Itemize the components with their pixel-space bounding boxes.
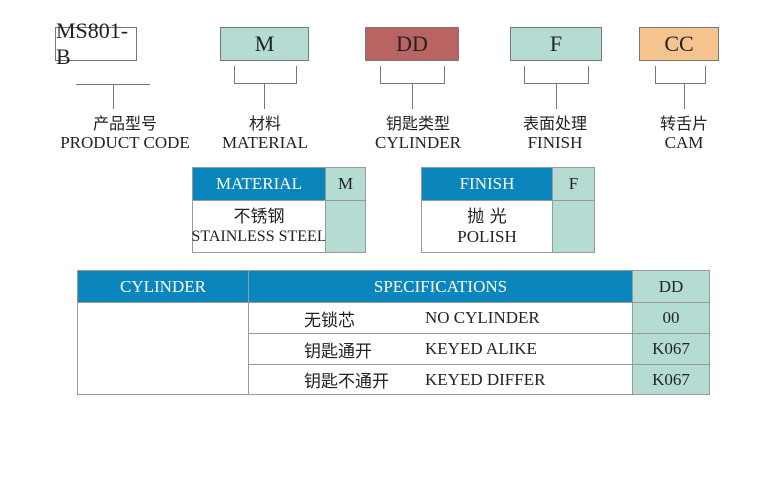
cylinder-code-box: DD bbox=[365, 27, 459, 61]
spec-en: KEYED ALIKE bbox=[425, 339, 537, 358]
bracket-line bbox=[444, 66, 445, 84]
finish-code: F bbox=[552, 167, 595, 201]
finish-zh: 抛 光 bbox=[467, 206, 507, 227]
bracket-line bbox=[556, 83, 557, 109]
finish-value-code bbox=[552, 200, 595, 253]
spec-zh: 无锁芯 bbox=[304, 310, 355, 331]
bracket-line bbox=[380, 66, 381, 84]
bracket-line bbox=[264, 83, 265, 109]
table-row: 钥匙不通开 KEYED DIFFER bbox=[248, 364, 633, 395]
bracket-line bbox=[296, 66, 297, 84]
bracket-line bbox=[234, 83, 297, 84]
table-row: 钥匙通开 KEYED ALIKE bbox=[248, 333, 633, 365]
bracket-line bbox=[412, 83, 413, 109]
bracket-line bbox=[588, 66, 589, 84]
material-en: STAINLESS STEEL bbox=[191, 227, 327, 245]
spec-code: 00 bbox=[632, 302, 710, 334]
finish-en: POLISH bbox=[457, 226, 517, 246]
material-zh: 不锈钢 bbox=[233, 206, 285, 227]
finish-header: FINISH bbox=[421, 167, 553, 201]
bracket-line bbox=[655, 66, 656, 84]
spec-en: NO CYLINDER bbox=[425, 308, 540, 327]
material-value-code bbox=[325, 200, 366, 253]
cylinder-empty-cell bbox=[77, 302, 249, 395]
bracket-line bbox=[524, 66, 525, 84]
bracket-line bbox=[705, 66, 706, 84]
material-code: M bbox=[325, 167, 366, 201]
finish-code-box: F bbox=[510, 27, 602, 61]
spec-zh: 钥匙不通开 bbox=[304, 372, 389, 392]
material-header: MATERIAL bbox=[192, 167, 326, 201]
bracket-line bbox=[684, 83, 685, 109]
spec-zh: 钥匙通开 bbox=[304, 341, 372, 362]
material-code-box: M bbox=[220, 27, 309, 61]
table-row: 无锁芯 NO CYLINDER bbox=[248, 302, 633, 334]
cam-code-box: CC bbox=[639, 27, 719, 61]
dd-header: DD bbox=[632, 270, 710, 303]
spec-code: K067 bbox=[632, 333, 710, 365]
spec-en: KEYED DIFFER bbox=[425, 369, 546, 389]
specifications-header: SPECIFICATIONS bbox=[248, 270, 633, 303]
spec-code: K067 bbox=[632, 364, 710, 395]
cylinder-header: CYLINDER bbox=[77, 270, 249, 303]
product-code-box: MS801-B bbox=[55, 18, 137, 69]
bracket-line bbox=[234, 66, 235, 84]
divider bbox=[113, 84, 114, 109]
bracket-line bbox=[655, 83, 706, 84]
